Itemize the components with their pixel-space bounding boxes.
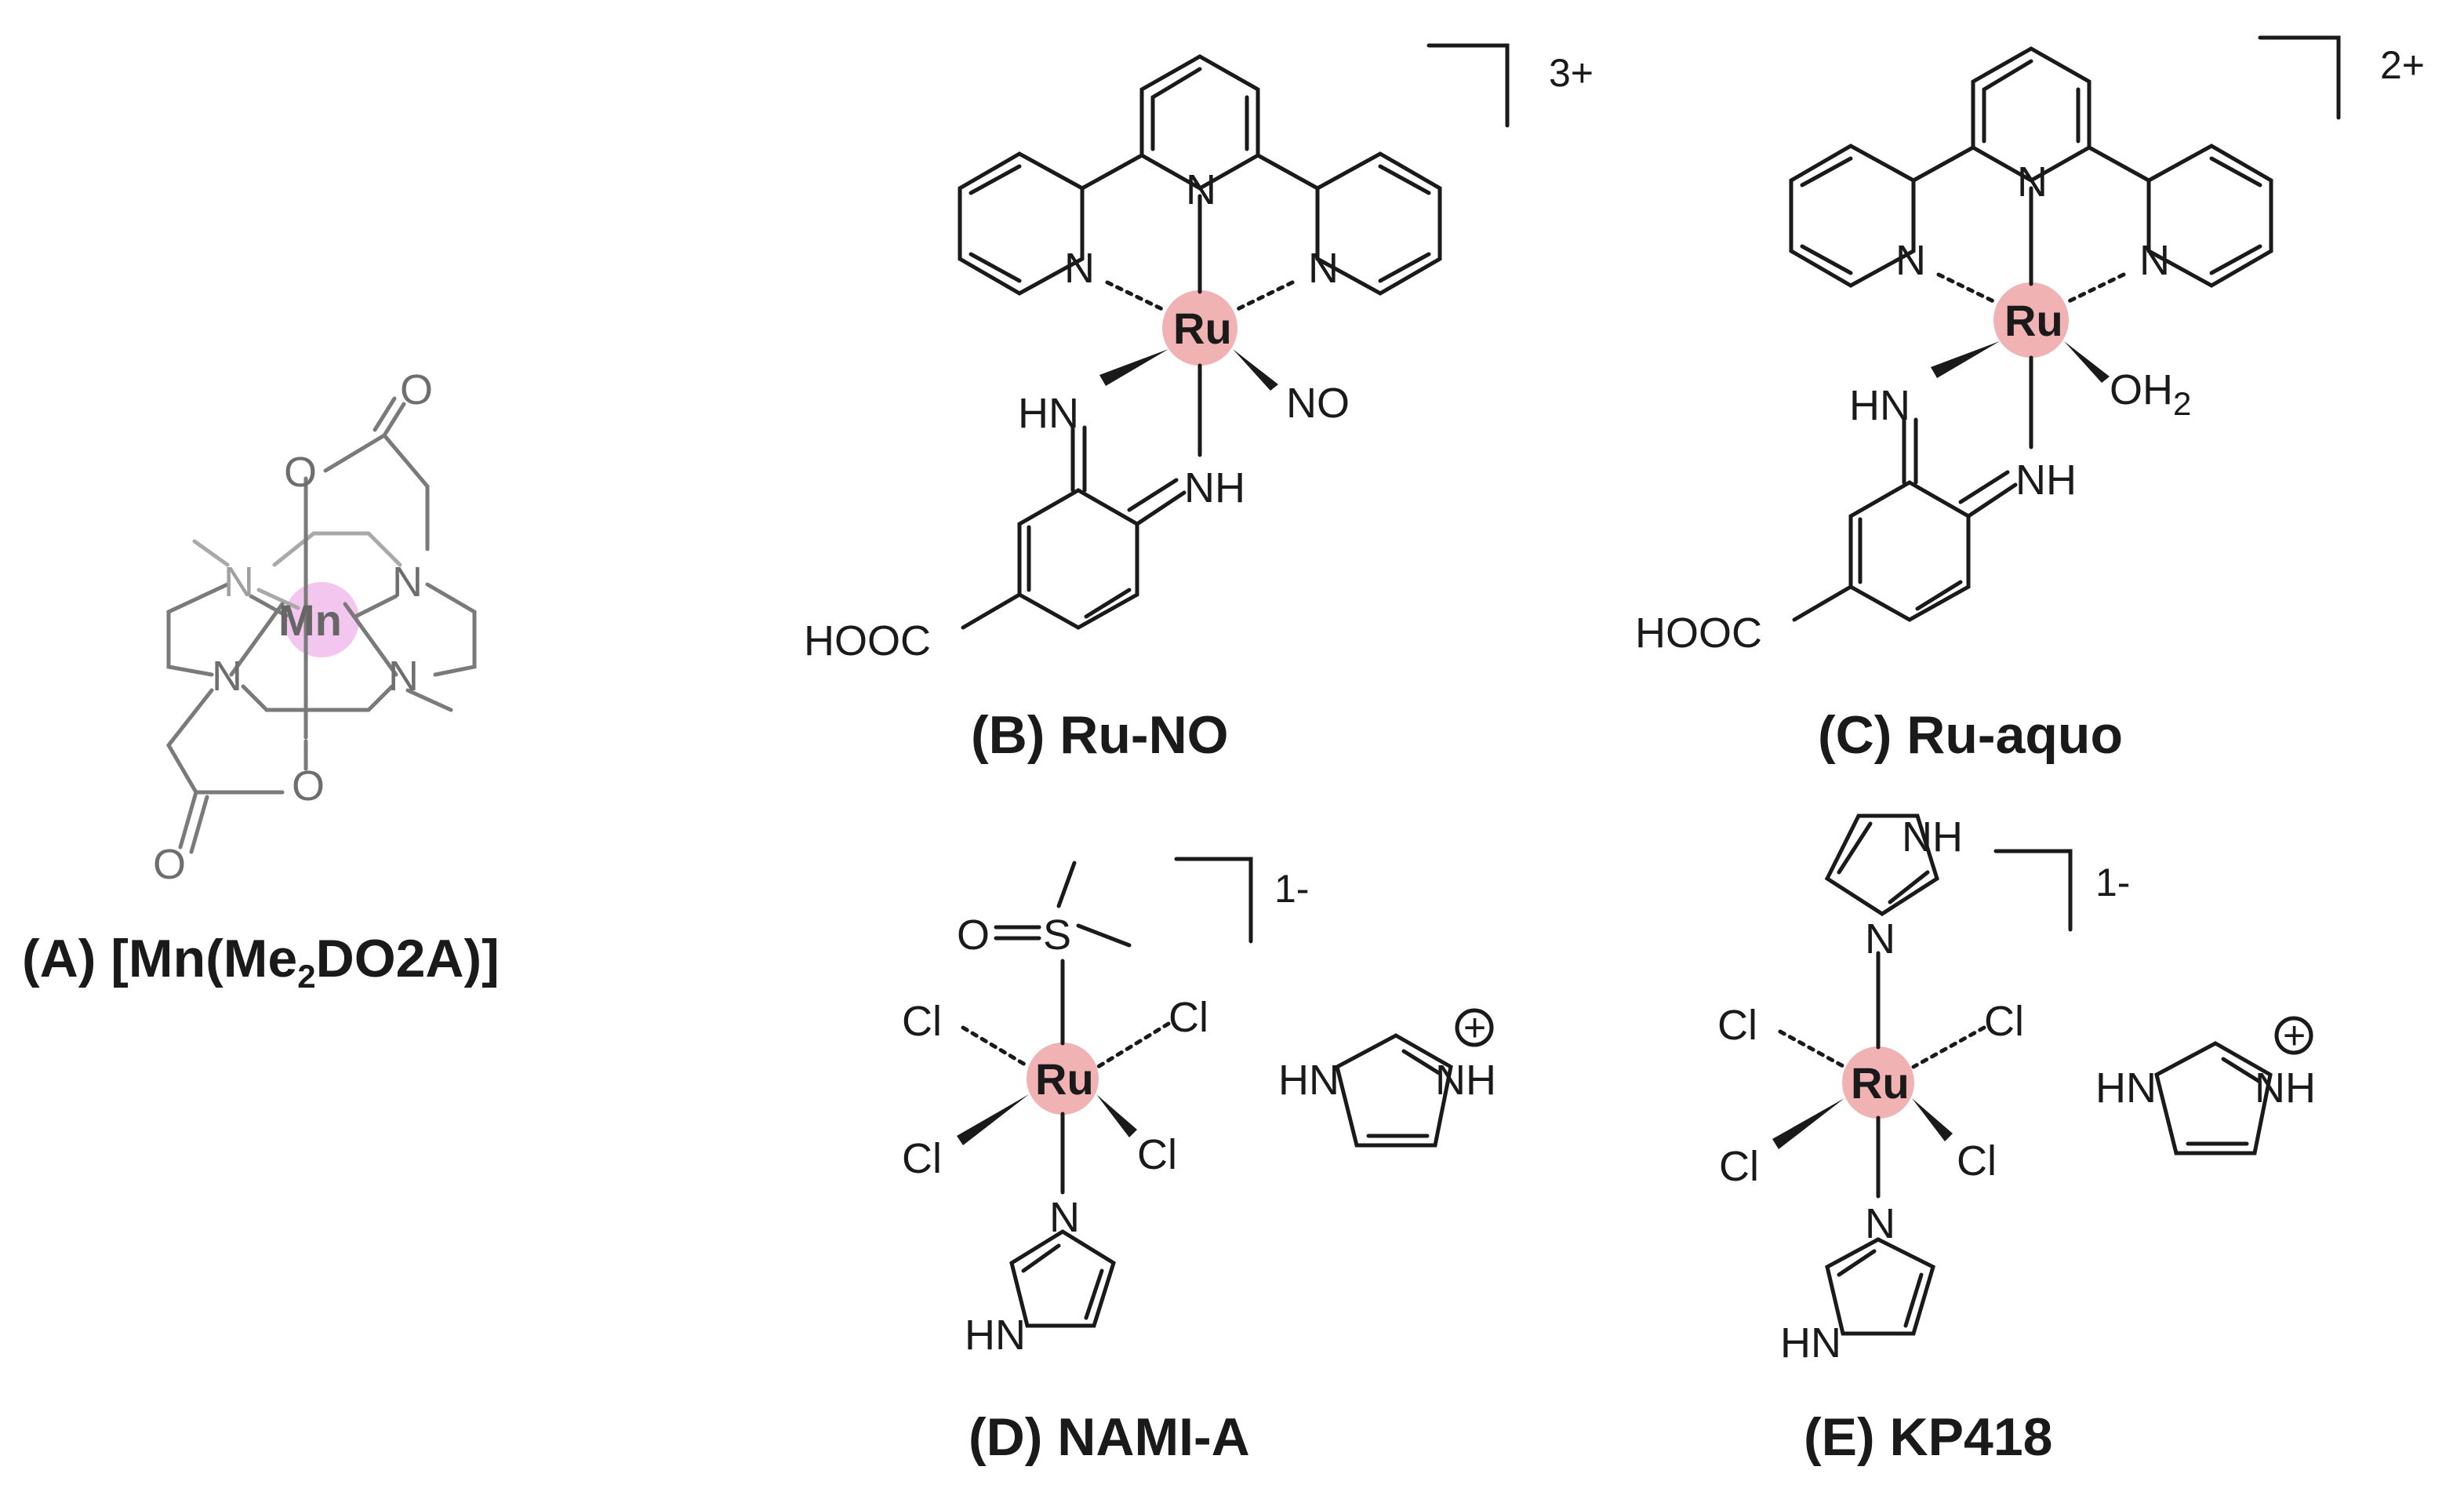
atom-hn: HN: [965, 1312, 1026, 1359]
atom-cl: Cl: [1168, 994, 1208, 1041]
wedge-bond: [1931, 341, 2000, 378]
atom-hn: HN: [1278, 1057, 1339, 1104]
atom-cl: Cl: [902, 998, 942, 1045]
atom-n: N: [1308, 245, 1339, 292]
atom-hn: HN: [1018, 390, 1079, 437]
charge-label: 1-: [1274, 867, 1309, 911]
wedge-bond: [1233, 349, 1278, 391]
plus-circle: [2274, 1016, 2313, 1055]
caption-a: (A) [Mn(Me2DO2A)]: [22, 929, 500, 995]
metal-ru: Ru: [1173, 304, 1232, 353]
atom-o: O: [292, 762, 325, 810]
atom-o: O: [284, 449, 317, 496]
atom-hn: HN: [1849, 382, 1910, 429]
atom-n: N: [1895, 237, 1926, 284]
atom-n: N: [2139, 237, 2170, 284]
metal-ru: Ru: [1035, 1054, 1094, 1104]
atom-cl: Cl: [1957, 1137, 1997, 1185]
atom-cl: Cl: [902, 1135, 942, 1182]
charge-label: 3+: [1549, 51, 1594, 95]
atom-nh: NH: [1902, 813, 1963, 861]
atom-cl: Cl: [1717, 1002, 1757, 1049]
atom-cl: Cl: [1984, 998, 2024, 1045]
wedge-bond: [1772, 1098, 1844, 1149]
wedge-bond: [2064, 341, 2110, 383]
atom-cooh: HOOC: [804, 617, 931, 664]
wedge-bond: [1912, 1098, 1953, 1141]
metal-ru: Ru: [1851, 1058, 1910, 1108]
metal-ru: Ru: [2004, 296, 2063, 345]
panel-b: N N N HN NH NO HOOC Ru 3+ (B) Ru-NO: [804, 43, 1594, 765]
atom-o: O: [957, 912, 990, 959]
panel-a: O O N N N N O O Mn (A) [Mn(Me2DO2A)]: [22, 366, 500, 995]
charge-label: 2+: [2380, 43, 2425, 87]
atom-n: N: [388, 653, 419, 700]
atom-n: N: [1064, 245, 1095, 292]
plus-sign: +: [1463, 1006, 1486, 1050]
atom-n: N: [1186, 166, 1216, 213]
metal-highlight: [1027, 1043, 1099, 1115]
plus-circle: [1455, 1008, 1494, 1047]
wedge-bond: [1099, 349, 1168, 386]
plus-sign: +: [2283, 1014, 2306, 1057]
atom-cooh: HOOC: [1635, 610, 1762, 657]
atom-n: N: [1865, 1200, 1895, 1247]
atom-no: NO: [1286, 380, 1350, 427]
atom-nh: NH: [2015, 457, 2077, 504]
wedge-bond: [1096, 1094, 1137, 1137]
atom-n: N: [212, 653, 242, 700]
atom-cl: Cl: [1137, 1131, 1177, 1178]
panel-d: O S Cl Cl Cl Cl N HN HN NH + Ru 1- (D) N…: [902, 857, 1496, 1467]
atom-n: N: [2017, 158, 2048, 206]
mn-highlight: [284, 582, 359, 657]
atom-n: N: [392, 559, 423, 606]
atom-s: S: [1043, 912, 1071, 959]
atom-cl: Cl: [1719, 1143, 1759, 1190]
charge-label: 1-: [2095, 861, 2130, 904]
atom-oh2: OH2: [2110, 366, 2191, 422]
atom-hn: HN: [2095, 1064, 2157, 1112]
atom-hn: HN: [1780, 1319, 1841, 1367]
atom-o: O: [400, 366, 433, 413]
caption-e: (E) KP418: [1804, 1407, 2052, 1467]
atom-nh: NH: [1184, 464, 1245, 511]
panel-e: NH N Cl Cl Cl Cl N HN HN NH + Ru 1- (E) …: [1717, 813, 2316, 1467]
atom-n: N: [1865, 915, 1895, 963]
atom-nh: NH: [1435, 1057, 1496, 1104]
atom-nh: NH: [2255, 1064, 2316, 1112]
panel-c: N N N HN NH OH2 HOOC Ru 2+ (C) Ru-aquo: [1635, 35, 2425, 765]
atom-n: N: [1049, 1194, 1080, 1241]
caption-d: (D) NAMI-A: [969, 1407, 1250, 1467]
wedge-bond: [957, 1094, 1029, 1145]
caption-b: (B) Ru-NO: [971, 705, 1229, 765]
metal-mn: Mn: [278, 595, 342, 645]
caption-c: (C) Ru-aquo: [1818, 705, 2123, 765]
atom-n: N: [224, 559, 254, 606]
atom-o: O: [153, 841, 186, 888]
metal-highlight: [1842, 1046, 1914, 1119]
